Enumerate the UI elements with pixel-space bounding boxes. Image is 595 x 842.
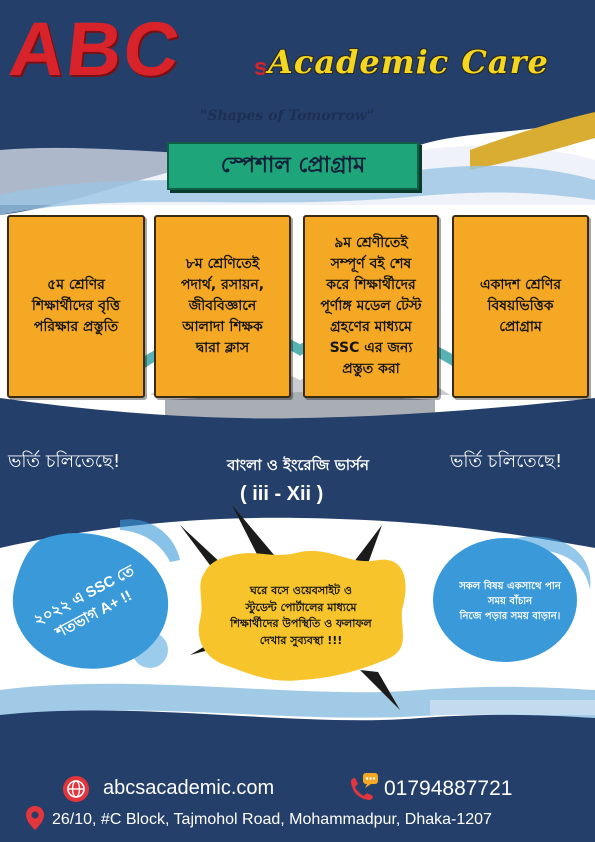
version-label: বাংলা ও ইংরেজি ভার্সন xyxy=(226,456,370,474)
address-text: 26/10, #C Block, Tajmohol Road, Mohammad… xyxy=(52,811,492,828)
location-pin-icon xyxy=(26,806,44,830)
brand-subtitle: Academic Care xyxy=(268,43,549,81)
globe-icon xyxy=(63,776,89,802)
class-range: ( iii - Xii ) xyxy=(240,483,324,505)
program-card-class5: ৫ম শ্রেণির শিক্ষার্থীদের বৃত্তি পরিক্ষার… xyxy=(7,215,145,398)
special-program-banner: স্পেশাল প্রোগ্রাম xyxy=(167,142,419,190)
brand-tagline: "Shapes of Tomorrow" xyxy=(200,108,375,124)
program-card-class11: একাদশ শ্রেণির বিষয়ভিত্তিক প্রোগ্রাম xyxy=(452,215,589,398)
lightblue-curve xyxy=(0,165,595,215)
footer-navy-shape xyxy=(0,710,595,842)
program-card-class8: ৮ম শ্রেণিতেই পদার্থ, রসায়ন, জীববিজ্ঞানে… xyxy=(154,215,291,398)
admission-open-left: ভর্তি চলিতেছে! xyxy=(8,451,121,472)
brand-logo-suffix: s xyxy=(254,54,268,81)
gold-swoosh xyxy=(470,112,595,170)
website-link[interactable]: abcsacademic.com xyxy=(103,777,275,799)
brand-logo: ABC xyxy=(5,7,186,92)
all-subjects-bubble-text: সকল বিষয় একসাথে পান সময় বাঁচান নিজে পড… xyxy=(459,580,561,622)
left-blue-bubble xyxy=(12,519,180,669)
yellow-burst xyxy=(198,550,406,681)
phone-chat-icon xyxy=(351,773,378,800)
middle-navy-band xyxy=(0,398,595,548)
bottom-dots xyxy=(430,700,595,715)
program-card-class9: ৯ম শ্রেণীতেই সম্পূর্ণ বই শেষ করে শিক্ষার… xyxy=(303,215,439,398)
phone-number[interactable]: 01794887721 xyxy=(384,777,513,800)
right-blue-bubble xyxy=(433,536,591,662)
admission-open-right: ভর্তি চলিতেছে! xyxy=(450,451,563,472)
portal-feature-text: ঘরে বসে ওয়েবসাইট ও স্টুডেন্ট পোর্টালের … xyxy=(230,584,372,647)
